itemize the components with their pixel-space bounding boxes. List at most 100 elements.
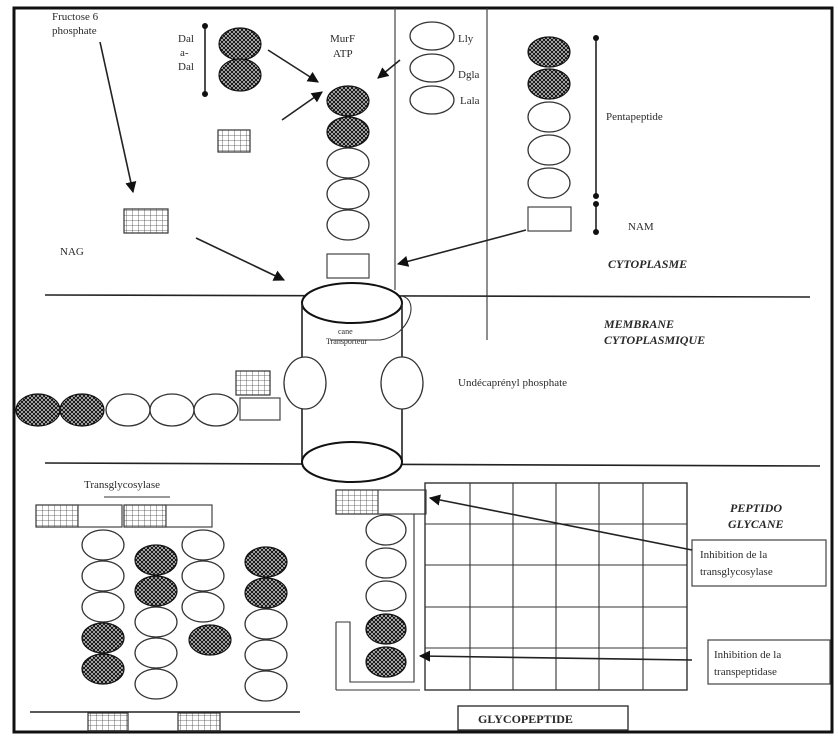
center-bead-3: [326, 147, 370, 179]
membrane-label-2: CYTOPLASMIQUE: [604, 333, 705, 347]
peptidoglycan-mesh: [424, 482, 688, 691]
membrane-label-1: MEMBRANE: [603, 317, 674, 331]
tg-col1-bead-4: [81, 622, 125, 654]
nam-bracket-bottom-dot: [593, 229, 599, 235]
tg-col3-bead-2: [181, 560, 225, 592]
transporter-bead-right: [380, 356, 424, 410]
lala-label: Lala: [460, 95, 480, 107]
transglycosylase-label: Transglycosylase: [84, 479, 160, 491]
dal-bead-1: [218, 27, 262, 61]
bottom-box-2: [177, 712, 221, 732]
tg-col4-bead-5: [244, 670, 288, 702]
penta-bead-2: [527, 68, 571, 100]
tg-col3-bead-4: [188, 624, 232, 656]
tg-col2-bead-1: [134, 544, 178, 576]
nam-bracket-top-dot: [593, 201, 599, 207]
pg-bead-5: [365, 646, 407, 678]
penta-bead-1: [527, 36, 571, 68]
tg-col4-bead-2: [244, 577, 288, 609]
cytoplasme-label: CYTOPLASME: [608, 257, 687, 271]
pg-bead-1: [365, 514, 407, 546]
undecaprenyl-label: Undécaprényl phosphate: [458, 377, 567, 389]
dal-bracket-top-dot: [202, 23, 208, 29]
penta-bead-5: [527, 167, 571, 199]
pg-bead-2: [365, 547, 407, 579]
tg-col4-bead-1: [244, 546, 288, 578]
udp-arrow: [281, 91, 323, 121]
pg-nam-box: [377, 489, 427, 515]
tg-col4-bead-4: [244, 639, 288, 671]
dal-bracket-bottom-dot: [202, 91, 208, 97]
chain-bead-1: [15, 393, 61, 427]
nag-box: [123, 208, 169, 234]
chain-bead-2: [59, 393, 105, 427]
carrier-curve: [330, 295, 412, 341]
tg-col2-bead-5: [134, 668, 178, 700]
tg-box-4: [165, 504, 213, 528]
peptido-label: PEPTIDO: [730, 501, 782, 515]
center-bead-2: [326, 116, 370, 148]
pg-bracket: [336, 514, 415, 683]
center-nam-box: [326, 253, 370, 279]
penta-nam-box: [527, 206, 572, 232]
lly-label: Lly: [458, 33, 474, 45]
outer-frame: [12, 6, 834, 734]
chain-nag-box: [235, 370, 271, 396]
inhibition-arrow-2: [418, 650, 693, 662]
carrier-label-2: Transporteur: [326, 337, 367, 346]
dal-arrow: [267, 49, 319, 83]
center-bead-1: [326, 85, 370, 117]
dal-label-1: Dal: [178, 33, 194, 45]
tg-col1-bead-3: [81, 591, 125, 623]
glycopeptide-label: GLYCOPEPTIDE: [478, 712, 573, 726]
tg-col2-bead-2: [134, 575, 178, 607]
tg-box-3: [123, 504, 167, 528]
nag-arrow: [195, 237, 286, 281]
pg-bead-4: [365, 613, 407, 645]
penta-bracket-mid-dot: [593, 193, 599, 199]
carrier-label-1: cane: [338, 327, 353, 336]
chain-bead-3: [105, 393, 151, 427]
inhibition-arrow-1: [428, 494, 693, 551]
lly-bead: [409, 21, 455, 51]
dal-bead-2: [218, 58, 262, 92]
pg-nag-box: [335, 489, 381, 515]
glycane-label: GLYCANE: [728, 517, 784, 531]
transporter-top: [301, 282, 403, 324]
dal-label-3: Dal: [178, 61, 194, 73]
center-bead-4: [326, 178, 370, 210]
transporter-bead-left: [283, 356, 327, 410]
tg-col1-bead-1: [81, 529, 125, 561]
center-bead-5: [326, 209, 370, 241]
inhibition-1-line-2: transglycosylase: [700, 566, 773, 578]
nam-arrow: [396, 229, 527, 267]
tg-col3-bead-3: [181, 591, 225, 623]
tg-col1-bead-5: [81, 653, 125, 685]
glycopeptide-box: [457, 705, 629, 731]
penta-bead-4: [527, 134, 571, 166]
fructose-label-2: phosphate: [52, 25, 97, 37]
tg-box-1: [35, 504, 79, 528]
membrane-bottom-line: [44, 462, 821, 467]
pg-bead-3: [365, 580, 407, 612]
pentapeptide-label: Pentapeptide: [606, 111, 663, 123]
tg-col2-bead-4: [134, 637, 178, 669]
lly-arrow: [377, 59, 401, 79]
inhibition-2-line-2: transpeptidase: [714, 666, 777, 678]
membrane-top-line: [44, 294, 811, 298]
nam-label: NAM: [628, 221, 654, 233]
nag-label: NAG: [60, 246, 84, 258]
penta-bracket-top-dot: [593, 35, 599, 41]
tg-col4-bead-3: [244, 608, 288, 640]
tg-box-2: [77, 504, 123, 528]
chain-bead-5: [193, 393, 239, 427]
inhibition-2-line-1: Inhibition de la: [714, 649, 781, 661]
penta-bead-3: [527, 101, 571, 133]
tg-col2-bead-3: [134, 606, 178, 638]
atp-label: ATP: [333, 48, 353, 60]
dgla-label: Dgla: [458, 69, 480, 81]
tg-col3-bead-1: [181, 529, 225, 561]
fructose-arrow: [99, 41, 137, 194]
